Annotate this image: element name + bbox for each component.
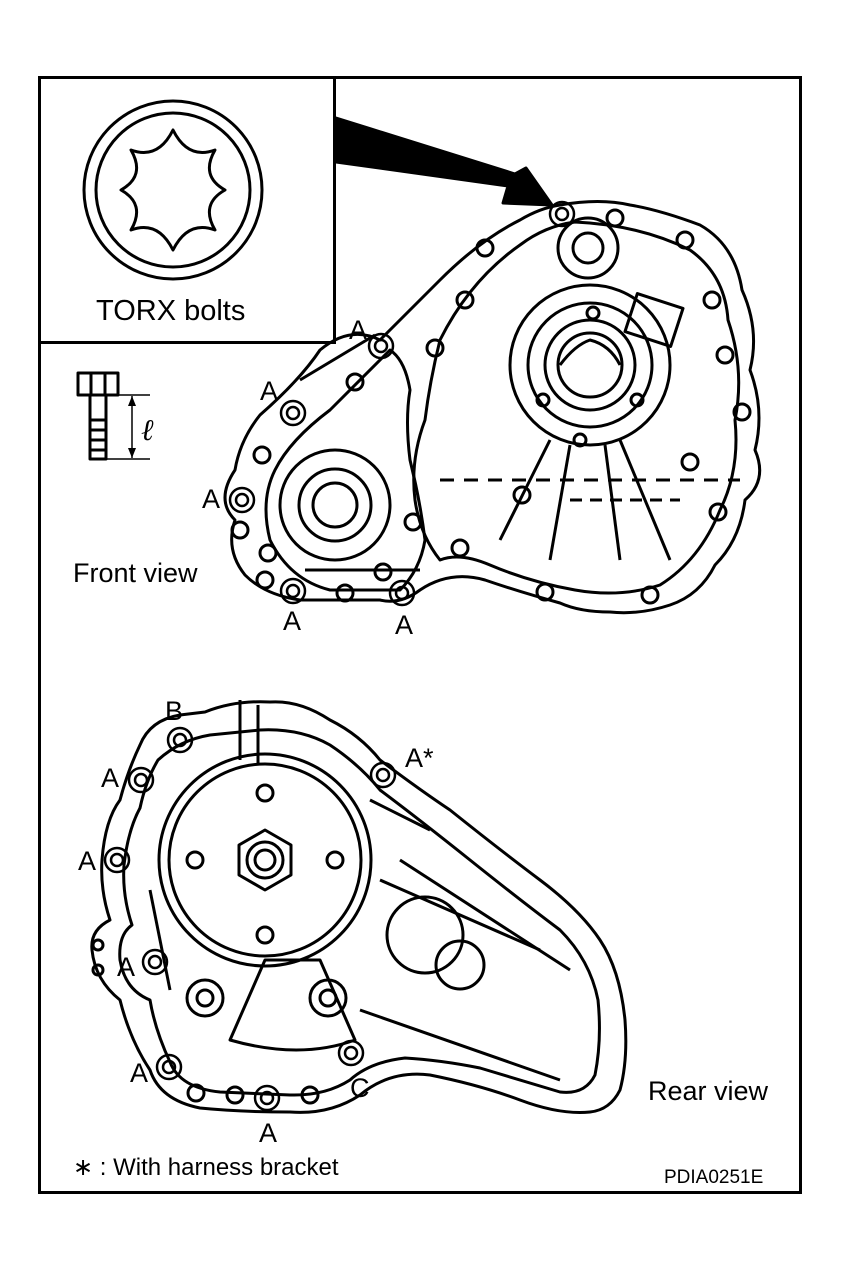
rear-bolts [103,726,397,1112]
front-bolt-label: A [202,484,221,514]
torx-socket-icon [82,99,264,281]
front-bolt-label: A [260,376,279,406]
bolt-length-symbol: ℓ [141,413,154,448]
rear-view-title: Rear view [648,1076,769,1106]
rear-view-housing [90,700,628,1114]
bolt-a [103,846,131,874]
bolt-a [127,766,155,794]
figure-frame [38,76,802,1194]
rear-bolt-label: A [259,1118,278,1148]
bolt-a [155,1053,183,1081]
front-bolts [228,200,576,607]
rear-bolt-label: A [78,846,97,876]
rear-bolt-label: C [350,1073,370,1103]
pointer-arrow [334,116,554,207]
front-view-housing [223,200,762,615]
rear-bolt-label: A [117,952,136,982]
rear-bolt-label: A* [405,743,434,773]
bolt-a [228,486,256,514]
rear-bolt-label: B [165,696,184,726]
figure-code: PDIA0251E [664,1167,764,1188]
bolt-b [166,726,194,754]
bolt-a-harness [369,761,397,789]
bolt-a [253,1084,281,1112]
torx-inset-box [38,76,336,344]
torx-bolt [548,200,576,228]
bolt-a [279,399,307,427]
front-view-title: Front view [73,558,198,588]
bolt-a [279,577,307,605]
bolt-a [388,579,416,607]
rear-bolt-label: A [101,763,120,793]
front-bolt-label: A [395,610,414,640]
rear-bolt-label: A [130,1058,149,1088]
bolt-dimension-icon [76,371,150,461]
bolt-a [367,332,395,360]
harness-bracket-note: ∗ : With harness bracket [73,1154,339,1181]
bolt-c [337,1039,365,1067]
front-bolt-label: A [349,315,368,345]
bolt-a [141,948,169,976]
torx-caption: TORX bolts [96,295,246,327]
front-bolt-label: A [283,606,302,636]
